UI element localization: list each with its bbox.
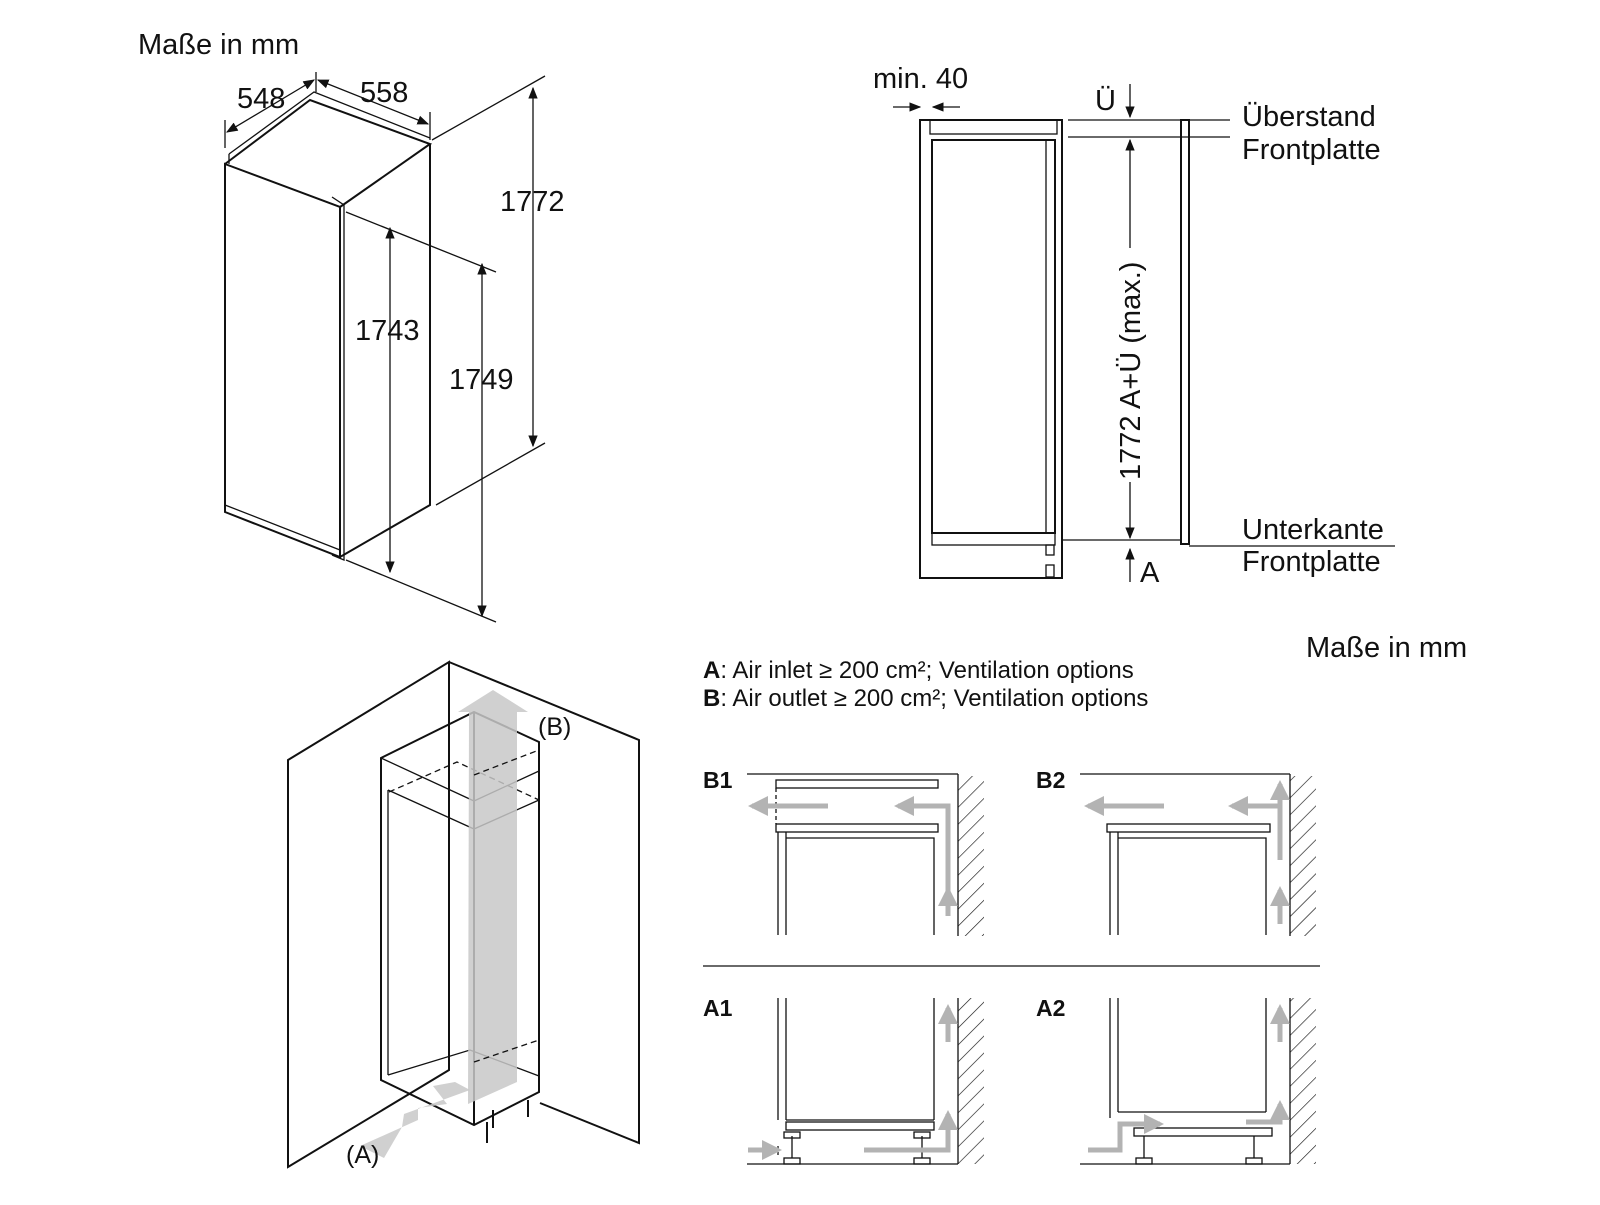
dim-body-height: 1749 — [449, 364, 514, 396]
svg-text:A: Air inlet ≥ 200 cm²; Ventil: A: Air inlet ≥ 200 cm²; Ventilation opti… — [703, 657, 1134, 684]
airflow-arrow-up — [458, 690, 528, 1104]
height-formula: 1772 A+Ü (max.) — [1115, 262, 1147, 480]
side-installation-view: min. 40 Ü 1772 A+Ü (max.) A Überstand Fr… — [873, 63, 1395, 589]
label-bottom-edge-line2: Frontplatte — [1242, 546, 1381, 578]
dim-door-height: 1743 — [355, 315, 420, 347]
label-overhang-line2: Frontplatte — [1242, 134, 1381, 166]
airflow-label-b: (B) — [538, 713, 571, 741]
airflow-arrow-in — [360, 1082, 470, 1158]
right-wall — [448, 661, 640, 1145]
view-a2-label: A2 — [1036, 995, 1065, 1021]
overhang-symbol: Ü — [1095, 85, 1116, 117]
appliance-door — [224, 162, 341, 559]
dim-depth: 548 — [237, 83, 285, 115]
svg-text:B: Air outlet ≥ 200 cm²; Venti: B: Air outlet ≥ 200 cm²; Ventilation opt… — [703, 685, 1148, 712]
appliance-dimension-drawing: Maße in mm 548 558 1772 1743 1749 — [138, 29, 565, 623]
bottom-symbol: A — [1140, 557, 1160, 589]
cabinet-outline — [919, 119, 1063, 579]
min-gap-label: min. 40 — [873, 63, 968, 95]
dim-width: 558 — [360, 77, 408, 109]
view-b1-label: B1 — [703, 767, 733, 793]
legend-b-key: B — [703, 685, 720, 712]
airflow-perspective: (B) (A) — [287, 660, 640, 1169]
appliance-side — [339, 144, 431, 558]
units-label-bottom: Maße in mm — [1306, 632, 1467, 664]
label-overhang-line1: Überstand — [1242, 101, 1376, 133]
legend-a-text: : Air inlet ≥ 200 cm²; Ventilation optio… — [720, 657, 1133, 684]
appliance-in-cabinet — [931, 139, 1056, 534]
view-a1-label: A1 — [703, 995, 733, 1021]
legend-b-text: : Air outlet ≥ 200 cm²; Ventilation opti… — [720, 685, 1148, 712]
label-bottom-edge-line1: Unterkante — [1242, 514, 1384, 546]
airflow-label-a: (A) — [346, 1141, 379, 1169]
view-b2-label: B2 — [1036, 767, 1065, 793]
view-b1: B1 — [703, 767, 984, 936]
view-a1: A1 — [703, 995, 984, 1165]
ventilation-legend: A: Air inlet ≥ 200 cm²; Ventilation opti… — [703, 657, 1148, 712]
left-wall — [287, 660, 450, 1169]
legend-a-key: A — [703, 657, 720, 684]
dim-total-height: 1772 — [500, 186, 565, 218]
units-label-top: Maße in mm — [138, 29, 299, 61]
front-panel — [1180, 119, 1190, 545]
view-b2: B2 — [1036, 767, 1316, 936]
view-a2: A2 — [1036, 995, 1316, 1165]
appliance-top — [224, 98, 433, 208]
